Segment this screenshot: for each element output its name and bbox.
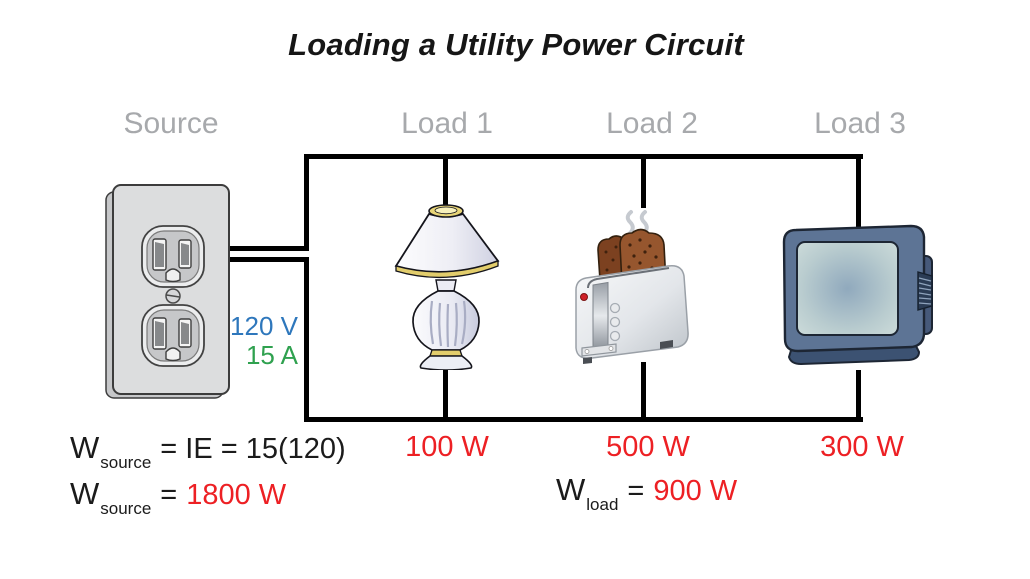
wire-left-upper-drop [304, 154, 309, 251]
crt-television-illustration [773, 220, 941, 370]
load3-power-label: 300 W [820, 431, 904, 463]
column-header-load3: Load 3 [814, 107, 906, 140]
load1-power-label: 100 W [405, 431, 489, 463]
w-subscript: load [586, 495, 619, 514]
lamp-base-gold-ring [429, 349, 463, 357]
load-power-result: Wload =900 W [556, 472, 738, 514]
wire-source-lower-lead [160, 257, 309, 262]
equals-sign: = [160, 479, 178, 511]
wire-load3-top-stub [856, 154, 861, 228]
tv-knob-vent [917, 271, 933, 311]
toaster-indicator-light [580, 293, 588, 301]
lamp-shade-gold-trim [395, 260, 499, 279]
w-subscript: source [100, 453, 152, 472]
load2-power-label: 500 W [606, 431, 690, 463]
column-header-source: Source [123, 107, 219, 140]
toaster-crumb-lever [581, 343, 617, 357]
wire-source-upper-lead [183, 246, 309, 251]
voltage-label: 120 V [230, 311, 298, 341]
wire-load2-bottom-stub [641, 362, 646, 422]
wire-load3-bottom-stub [856, 370, 861, 422]
lamp-body-ridges [429, 300, 467, 348]
wire-top-bus [304, 154, 863, 159]
diagram-title: Loading a Utility Power Circuit [288, 27, 744, 62]
outlet-receptacle [141, 225, 205, 288]
wire-load2-top-stub [641, 154, 646, 208]
lamp-neck [435, 279, 457, 292]
w-symbol: W [556, 472, 586, 507]
column-header-load1: Load 1 [401, 107, 493, 140]
outlet-screw [165, 288, 181, 304]
tv-screen [796, 241, 899, 336]
source-power-value: 1800 W [186, 479, 287, 511]
equals-sign: = [627, 475, 645, 507]
equation-body: = IE = 15(120) [160, 433, 346, 465]
duplex-wall-outlet-illustration [103, 183, 233, 401]
load-power-value: 900 W [653, 475, 738, 507]
wire-bottom-bus [304, 417, 863, 422]
table-lamp-illustration [388, 198, 506, 371]
lamp-shade [394, 212, 500, 273]
toaster-foot-right [660, 340, 673, 349]
column-header-load2: Load 2 [606, 107, 698, 140]
source-power-result: Wsource =1800 W [70, 476, 287, 518]
toaster-slot-rim [587, 267, 670, 289]
current-label: 15 A [245, 340, 298, 370]
lamp-foot [419, 355, 473, 371]
wire-load1-top-stub [443, 154, 448, 208]
source-power-equation: Wsource = IE = 15(120) [70, 430, 346, 472]
toaster-buttons [609, 302, 621, 342]
w-symbol: W [70, 476, 100, 511]
toaster-illustration [568, 200, 700, 368]
wire-load1-bottom-stub [443, 368, 448, 422]
toast-speckles-back [604, 245, 618, 272]
wire-left-lower-drop [304, 257, 309, 422]
toaster-chrome-band [592, 281, 609, 350]
w-symbol: W [70, 430, 100, 465]
w-subscript: source [100, 499, 152, 518]
toaster-foot-left [583, 357, 592, 364]
lamp-body [412, 290, 480, 351]
